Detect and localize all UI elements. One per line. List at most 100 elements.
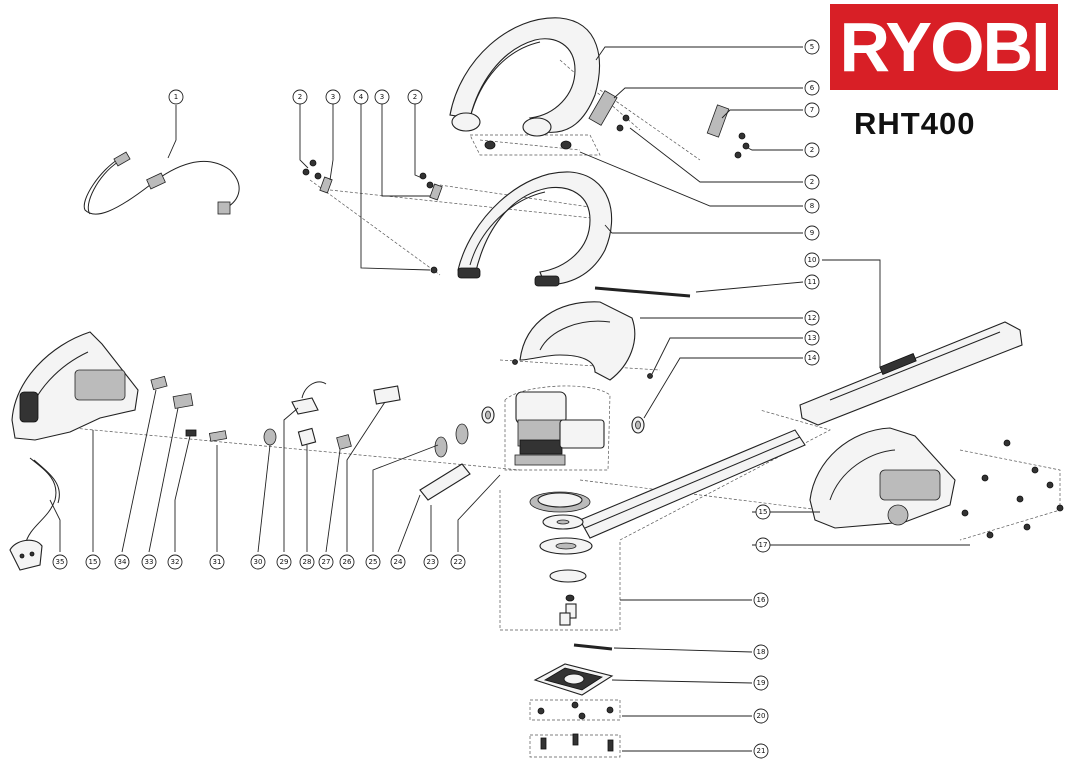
svg-text:33: 33 — [145, 558, 154, 566]
svg-text:25: 25 — [369, 558, 378, 566]
callout: 26 — [339, 554, 355, 570]
callout: 2 — [804, 174, 820, 190]
small-parts-row — [150, 375, 471, 501]
callout: 12 — [804, 310, 820, 326]
callout: 8 — [804, 198, 820, 214]
svg-text:26: 26 — [343, 558, 352, 566]
front-handle-part — [457, 171, 613, 287]
callout: 5 — [804, 39, 820, 55]
svg-text:2: 2 — [413, 93, 417, 101]
callout: 19 — [753, 675, 769, 691]
power-cord-part — [9, 457, 60, 571]
svg-text:16: 16 — [757, 596, 766, 604]
motor-part — [504, 385, 611, 471]
svg-text:6: 6 — [810, 84, 815, 92]
callout: 15 — [85, 554, 101, 570]
callout: 17 — [755, 537, 771, 553]
svg-text:24: 24 — [394, 558, 403, 566]
callout: 35 — [52, 554, 68, 570]
svg-text:2: 2 — [810, 178, 814, 186]
callout: 9 — [804, 225, 820, 241]
svg-text:7: 7 — [810, 106, 814, 114]
leader-lines — [49, 46, 970, 752]
svg-text:13: 13 — [808, 334, 817, 342]
svg-text:4: 4 — [359, 93, 364, 101]
svg-text:30: 30 — [254, 558, 263, 566]
rear-handle-part — [449, 17, 600, 137]
callout: 32 — [167, 554, 183, 570]
switch-parts — [484, 90, 750, 159]
callout: 22 — [450, 554, 466, 570]
callout: 3 — [374, 89, 390, 105]
washer-part — [481, 406, 645, 434]
gear-stack-part — [529, 491, 593, 626]
model-number: RHT400 — [854, 106, 976, 141]
svg-text:14: 14 — [808, 354, 817, 362]
svg-text:18: 18 — [757, 648, 766, 656]
callout: 20 — [753, 708, 769, 724]
svg-text:17: 17 — [759, 541, 768, 549]
svg-text:15: 15 — [89, 558, 98, 566]
blade-cover-part — [799, 321, 1023, 426]
screws-left-group — [302, 159, 443, 274]
callout: 18 — [753, 644, 769, 660]
callout: 27 — [318, 554, 334, 570]
svg-text:34: 34 — [118, 558, 127, 566]
callout: 24 — [390, 554, 406, 570]
cable-harness-part — [83, 151, 240, 215]
callout: 2 — [292, 89, 308, 105]
callout: 29 — [276, 554, 292, 570]
svg-text:9: 9 — [810, 229, 814, 237]
callout: 15 — [755, 504, 771, 520]
callout: 31 — [209, 554, 225, 570]
svg-text:11: 11 — [808, 278, 817, 286]
left-housing-part — [11, 331, 139, 441]
base-plate-parts — [533, 643, 614, 752]
callout: 7 — [804, 102, 820, 118]
svg-text:19: 19 — [757, 679, 766, 687]
callout: 2 — [407, 89, 423, 105]
callout: 23 — [423, 554, 439, 570]
svg-text:1: 1 — [174, 93, 178, 101]
svg-text:10: 10 — [808, 256, 817, 264]
svg-text:3: 3 — [331, 93, 335, 101]
svg-text:15: 15 — [759, 508, 768, 516]
callout: 14 — [804, 350, 820, 366]
assembly-lines — [29, 59, 1061, 758]
svg-text:20: 20 — [757, 712, 766, 720]
svg-text:8: 8 — [810, 202, 814, 210]
brand-logo: RYOBI — [830, 4, 1058, 90]
svg-text:28: 28 — [303, 558, 312, 566]
callout-group: 1 2 3 4 3 2 5 6 7 2 2 8 9 10 11 12 13 14… — [52, 39, 820, 759]
right-housing-part — [809, 427, 1064, 539]
rod-part — [594, 286, 691, 298]
svg-text:29: 29 — [280, 558, 289, 566]
hand-guard-part — [512, 301, 653, 381]
callout: 30 — [250, 554, 266, 570]
svg-text:23: 23 — [427, 558, 436, 566]
svg-text:22: 22 — [454, 558, 463, 566]
callout: 3 — [325, 89, 341, 105]
svg-text:2: 2 — [810, 146, 814, 154]
svg-text:31: 31 — [213, 558, 222, 566]
callout: 2 — [804, 142, 820, 158]
callout: 21 — [753, 743, 769, 759]
callout: 16 — [753, 592, 769, 608]
svg-text:32: 32 — [171, 558, 180, 566]
callout: 10 — [804, 252, 820, 268]
svg-text:2: 2 — [298, 93, 302, 101]
callout: 28 — [299, 554, 315, 570]
callout: 13 — [804, 330, 820, 346]
callout: 4 — [353, 89, 369, 105]
svg-text:5: 5 — [810, 43, 814, 51]
callout: 34 — [114, 554, 130, 570]
svg-text:35: 35 — [56, 558, 65, 566]
svg-text:12: 12 — [808, 314, 817, 322]
callout: 25 — [365, 554, 381, 570]
brand-logo-text: RYOBI — [839, 8, 1050, 86]
callout: 1 — [168, 89, 184, 105]
svg-text:27: 27 — [322, 558, 331, 566]
svg-text:21: 21 — [757, 747, 766, 755]
